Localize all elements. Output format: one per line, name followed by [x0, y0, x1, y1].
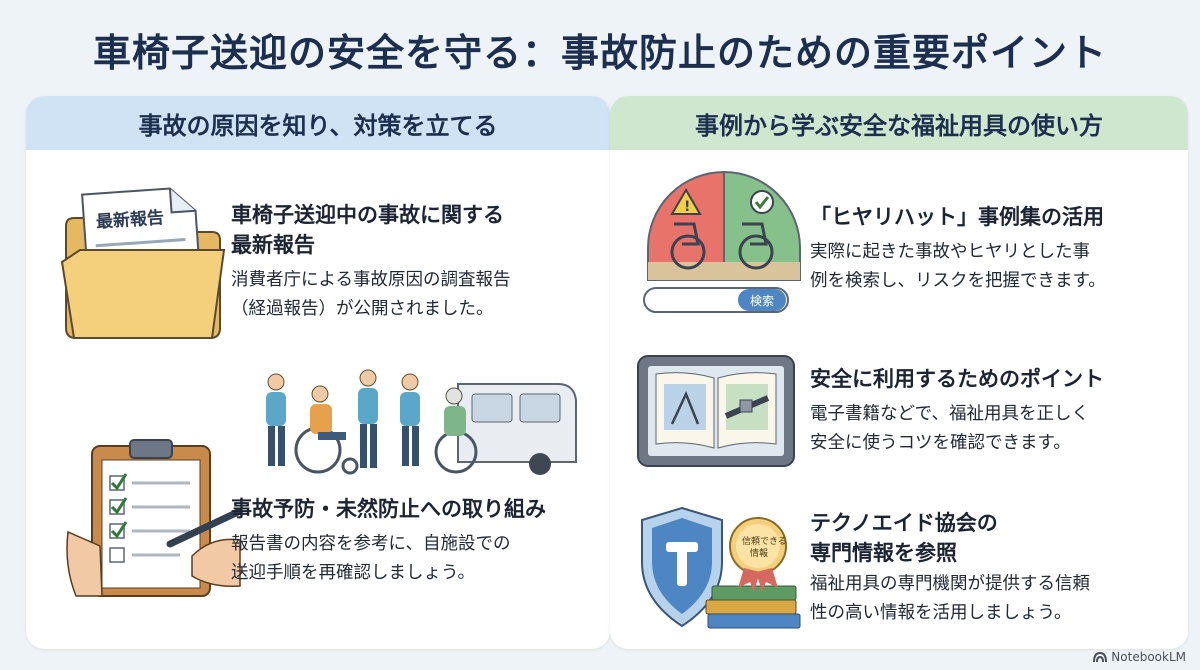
left-panel-header: 事故の原因を知り、対策を立てる: [26, 96, 610, 150]
badge-label-line2: 情報: [750, 547, 768, 559]
notebooklm-watermark: NotebookLM: [1093, 650, 1186, 664]
ebook-tablet-icon: [637, 355, 795, 467]
right-panel: 事例から学ぶ安全な福祉用具の使い方 ! 検索 「ヒヤリハット」事例集の活用 実際…: [610, 96, 1188, 649]
safe-use-item: 安全に利用するためのポイント 電子書籍などで、福祉用具を正しく 安全に使うコツを…: [810, 364, 1170, 458]
badge-label-line1: 信頼できる: [742, 535, 787, 547]
left-panel: 事故の原因を知り、対策を立てる 最新報告 車椅子送迎中の事故に関する 最新報告 …: [26, 96, 610, 649]
clipboard-checklist-icon: [66, 439, 242, 597]
right-panel-header: 事例から学ぶ安全な福祉用具の使い方: [610, 96, 1188, 150]
latest-report-title: 車椅子送迎中の事故に関する 最新報告: [231, 203, 504, 257]
svg-text:!: !: [684, 199, 690, 215]
report-folder-icon: 最新報告: [60, 187, 226, 339]
safe-use-title: 安全に利用するためのポイント: [810, 367, 1104, 391]
latest-report-item: 車椅子送迎中の事故に関する 最新報告 消費者庁による事故原因の調査報告 （経過報…: [231, 200, 601, 324]
accident-prevention-title: 事故予防・未然防止への取り組み: [231, 497, 546, 521]
report-icon-label: 最新報告: [95, 207, 164, 233]
accident-prevention-item: 事故予防・未然防止への取り組み 報告書の内容を参考に、自施設での 送迎手順を再確…: [231, 494, 601, 588]
page-title: 車椅子送迎の安全を守る：事故防止のための重要ポイント: [92, 31, 1107, 75]
search-button-label: 検索: [750, 294, 774, 308]
latest-report-description: 消費者庁による事故原因の調査報告 （経過報告）が公開されました。: [231, 270, 511, 319]
hiyari-hatto-title: 「ヒヤリハット」事例集の活用: [810, 205, 1104, 229]
technoaid-description: 福祉用具の専門機関が提供する信頼 性の高い情報を活用しましょう。: [810, 574, 1090, 623]
technoaid-item: テクノエイド協会の 専門情報を参照 福祉用具の専門機関が提供する信頼 性の高い情…: [810, 508, 1170, 628]
accident-prevention-description: 報告書の内容を参考に、自施設での 送迎手順を再確認しましょう。: [231, 534, 511, 583]
technoaid-title: テクノエイド協会の 専門情報を参照: [810, 511, 998, 565]
hiyari-hatto-description: 実際に起きた事故やヒヤリとした事 例を検索し、リスクを把握できます。: [810, 242, 1106, 291]
hiyari-hatto-case-icon: ! 検索: [643, 170, 801, 313]
caregivers-wheelchair-illustration: [266, 369, 577, 475]
hiyari-hatto-item: 「ヒヤリハット」事例集の活用 実際に起きた事故やヒヤリとした事 例を検索し、リス…: [810, 202, 1170, 296]
notebooklm-label: NotebookLM: [1111, 650, 1186, 664]
notebooklm-logo-icon: [1093, 651, 1108, 663]
trusted-info-shield-icon: 信頼できる 情報: [641, 506, 801, 629]
safe-use-description: 電子書籍などで、福祉用具を正しく 安全に使うコツを確認できます。: [810, 404, 1089, 453]
